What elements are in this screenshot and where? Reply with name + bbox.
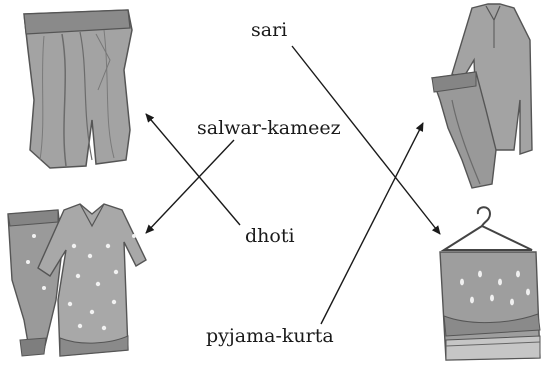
label-dhoti: dhoti — [245, 225, 295, 247]
sari-illustration — [439, 206, 541, 361]
label-sari: sari — [251, 19, 288, 41]
dhoti-illustration — [23, 9, 133, 169]
arrow-dhoti-to-dhoti-image — [145, 113, 241, 226]
pyjama-kurta-illustration — [431, 3, 533, 189]
arrow-salwar-to-salwar-image — [145, 139, 235, 234]
arrow-pyjama-to-kurta-image — [320, 122, 424, 325]
label-pyjama-kurta: pyjama-kurta — [206, 325, 334, 347]
salwar-kameez-illustration — [7, 203, 147, 357]
label-salwar-kameez: salwar-kameez — [197, 117, 341, 139]
arrow-sari-to-sari-image — [291, 45, 441, 235]
